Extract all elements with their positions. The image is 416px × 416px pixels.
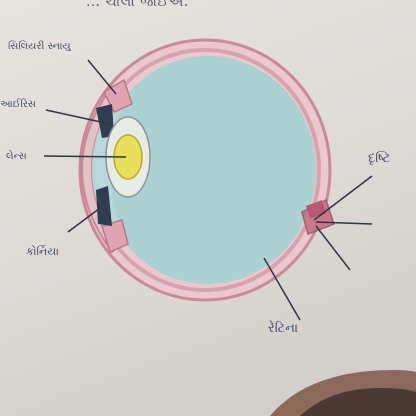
optic-nerve-spot [306, 200, 326, 218]
label-retina: રેટિના [268, 321, 299, 336]
leader-optic-3 [315, 225, 351, 271]
iris-bottom [96, 186, 112, 226]
label-cornea: કોર્નિયા [26, 245, 59, 258]
label-lens: લેન્સ [6, 151, 27, 162]
label-iris: આઈરિસ [0, 99, 36, 110]
label-optic-nerve: દૃષ્ટિ [368, 151, 391, 166]
leader-optic-2 [315, 221, 373, 225]
leader-ciliary [87, 59, 117, 95]
leader-iris [45, 109, 111, 125]
ciliary-body-bottom [101, 219, 129, 254]
header-text: … ચાલો જોઈએ. [86, 0, 189, 10]
iris-top [96, 104, 114, 138]
leader-cornea [67, 207, 101, 233]
label-ciliary-muscle: સિલિયરી સ્નાયુ [8, 41, 71, 52]
eye-photo-lid [300, 388, 416, 416]
leader-lens [43, 155, 127, 158]
leader-optic-1 [313, 175, 373, 221]
vitreous-body [100, 56, 316, 284]
leader-retina [263, 257, 301, 321]
